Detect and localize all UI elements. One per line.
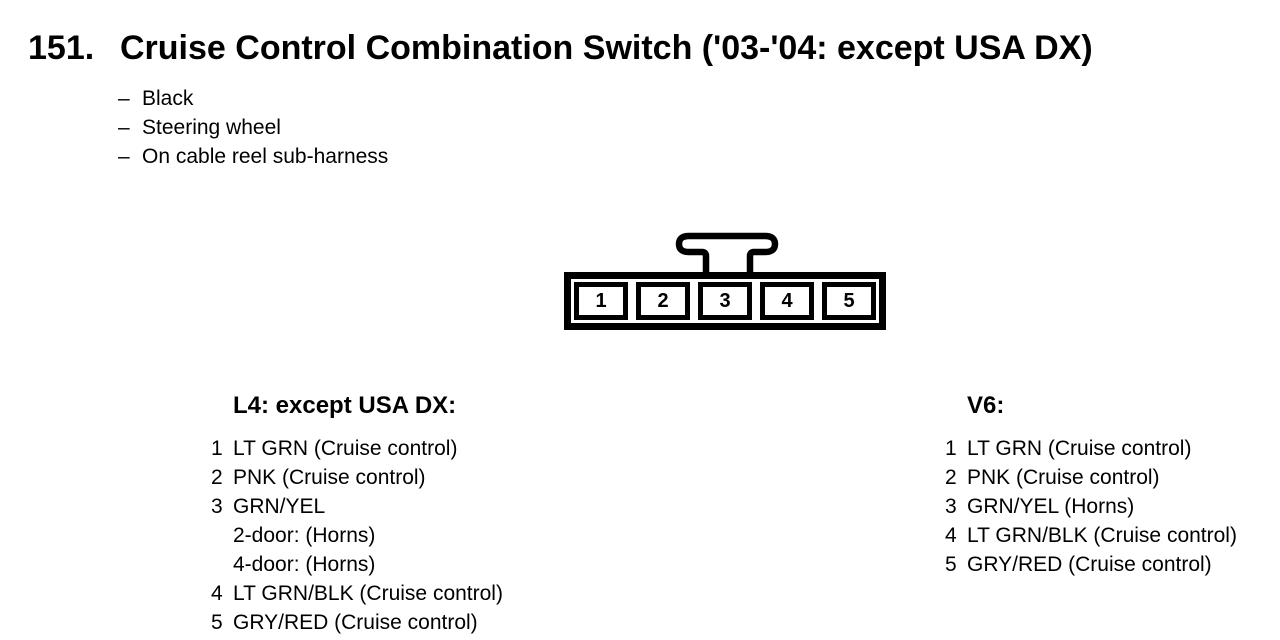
note-text: Steering wheel bbox=[142, 116, 281, 139]
note-item: –On cable reel sub-harness bbox=[118, 142, 388, 171]
pin-description-row: 1 LT GRN (Cruise control) bbox=[945, 434, 1237, 463]
pin-description-line: GRN/YEL (Horns) bbox=[967, 495, 1135, 518]
pin-description-line: GRN/YEL bbox=[233, 495, 326, 518]
pin-description: PNK (Cruise control) bbox=[233, 463, 426, 492]
pin-description-row: 5 GRY/RED (Cruise control) bbox=[211, 608, 503, 637]
pin-description-line: PNK (Cruise control) bbox=[967, 466, 1160, 489]
pin-description: LT GRN (Cruise control) bbox=[967, 434, 1191, 463]
pin-description: GRN/YEL 2-door: (Horns) 4-door: (Horns) bbox=[233, 492, 375, 579]
pin-description-row: 2 PNK (Cruise control) bbox=[211, 463, 503, 492]
pin-description-row: 1 LT GRN (Cruise control) bbox=[211, 434, 503, 463]
pin-number: 4 bbox=[945, 524, 957, 547]
pin-description-line: LT GRN/BLK (Cruise control) bbox=[967, 524, 1237, 547]
pin-description-row: 3 GRN/YEL 2-door: (Horns) 4-door: (Horns) bbox=[211, 492, 503, 579]
note-item: –Steering wheel bbox=[118, 113, 388, 142]
pinout-heading-v6: V6: bbox=[967, 392, 1005, 419]
pin-description: GRY/RED (Cruise control) bbox=[967, 550, 1212, 579]
title-text: Cruise Control Combination Switch ('03-'… bbox=[120, 29, 1093, 67]
pin-description: GRY/RED (Cruise control) bbox=[233, 608, 478, 637]
item-number: 151. bbox=[28, 29, 95, 67]
pin-number: 2 bbox=[211, 466, 223, 489]
notes-list: –Black–Steering wheel–On cable reel sub-… bbox=[118, 84, 388, 171]
pin-description-row: 4 LT GRN/BLK (Cruise control) bbox=[211, 579, 503, 608]
pin-description: LT GRN/BLK (Cruise control) bbox=[967, 521, 1237, 550]
pin-description-row: 5 GRY/RED (Cruise control) bbox=[945, 550, 1237, 579]
pin-description-line: GRY/RED (Cruise control) bbox=[233, 611, 478, 634]
pin-description: PNK (Cruise control) bbox=[967, 463, 1160, 492]
connector-lock-tab-icon bbox=[675, 232, 779, 282]
note-item: –Black bbox=[118, 84, 388, 113]
pin-cell: 1 bbox=[574, 282, 628, 320]
pin-description-row: 2 PNK (Cruise control) bbox=[945, 463, 1237, 492]
pin-description-line: GRY/RED (Cruise control) bbox=[967, 553, 1212, 576]
pinout-column-v6: V6: 1 LT GRN (Cruise control) 2 PNK (Cruise… bbox=[945, 392, 1237, 579]
pin-description: GRN/YEL (Horns) bbox=[967, 492, 1134, 521]
pin-description-list-l4: 1 LT GRN (Cruise control) 2 PNK (Cruise con… bbox=[211, 434, 503, 637]
pin-number: 5 bbox=[211, 611, 223, 634]
pin-cell: 2 bbox=[636, 282, 690, 320]
pin-number: 5 bbox=[945, 553, 957, 576]
pin-description-line: 2-door: (Horns) bbox=[233, 524, 376, 547]
pin-number: 1 bbox=[211, 437, 223, 460]
pin-description-row: 3 GRN/YEL (Horns) bbox=[945, 492, 1237, 521]
pin-description-line: PNK (Cruise control) bbox=[233, 466, 426, 489]
pin-description-line: LT GRN (Cruise control) bbox=[967, 437, 1192, 460]
pinout-column-l4: L4: except USA DX: 1 LT GRN (Cruise contr… bbox=[211, 392, 503, 637]
pin-cell: 5 bbox=[822, 282, 876, 320]
dash-icon: – bbox=[118, 87, 130, 110]
pin-description: LT GRN (Cruise control) bbox=[233, 434, 457, 463]
page-title: 151. Cruise Control Combination Switch (… bbox=[28, 29, 1093, 67]
pin-description-line: LT GRN (Cruise control) bbox=[233, 437, 458, 460]
pin-cell: 4 bbox=[760, 282, 814, 320]
pin-description-row: 4 LT GRN/BLK (Cruise control) bbox=[945, 521, 1237, 550]
note-text: On cable reel sub-harness bbox=[142, 145, 389, 168]
pin-number: 1 bbox=[945, 437, 957, 460]
pin-description-line: 4-door: (Horns) bbox=[233, 553, 376, 576]
pin-description: LT GRN/BLK (Cruise control) bbox=[233, 579, 503, 608]
pin-number: 3 bbox=[945, 495, 957, 518]
dash-icon: – bbox=[118, 145, 130, 168]
pin-number: 4 bbox=[211, 582, 223, 605]
pin-description-list-v6: 1 LT GRN (Cruise control) 2 PNK (Cruise con… bbox=[945, 434, 1237, 579]
dash-icon: – bbox=[118, 116, 130, 139]
pin-number: 2 bbox=[945, 466, 957, 489]
pinout-heading-l4: L4: except USA DX: bbox=[233, 392, 457, 419]
pin-number: 3 bbox=[211, 495, 223, 518]
pin-cell: 3 bbox=[698, 282, 752, 320]
pin-description-line: LT GRN/BLK (Cruise control) bbox=[233, 582, 503, 605]
note-text: Black bbox=[142, 87, 194, 110]
